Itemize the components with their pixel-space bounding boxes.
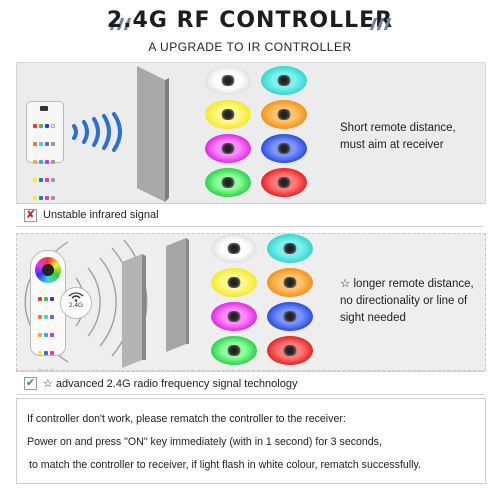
- rf-description-line: sight needed: [340, 312, 406, 324]
- ir-led-strip-grid: [205, 66, 313, 200]
- page-title: 2.4G RF CONTROLLER: [106, 8, 394, 33]
- led-strip-icon: [261, 134, 307, 163]
- rf-footer-label: ☆ advanced 2.4G radio frequency signal t…: [43, 377, 298, 390]
- led-strip-icon: [211, 268, 257, 297]
- ir-description: Short remote distance, must aim at recei…: [340, 120, 480, 154]
- title-decoration-right: [369, 18, 402, 32]
- ir-footer-label: Unstable infrared signal: [43, 209, 159, 221]
- led-strip-icon: [267, 234, 313, 263]
- led-strip-icon: [211, 302, 257, 331]
- led-strip-icon: [205, 66, 251, 95]
- rf-description-line: no directionality or line of: [340, 295, 468, 307]
- pairing-instruction-line: Power on and press "ON" key immediately …: [27, 436, 382, 448]
- rf-24g-badge: 2.4G: [60, 287, 92, 319]
- led-strip-icon: [211, 234, 257, 263]
- pairing-instruction-line: If controller don't work, please rematch…: [27, 413, 346, 425]
- led-strip-icon: [205, 134, 251, 163]
- led-strip-icon: [267, 336, 313, 365]
- rf-footer-row: ✔ ☆ advanced 2.4G radio frequency signal…: [16, 371, 484, 395]
- pairing-instruction-line: to match the controller to receiver, if …: [29, 459, 421, 471]
- ir-remote-icon: [26, 101, 64, 200]
- led-strip-icon: [267, 302, 313, 331]
- pairing-instructions-box: If controller don't work, please rematch…: [16, 398, 486, 484]
- ir-description-line: Short remote distance,: [340, 122, 456, 134]
- led-strip-icon: [261, 168, 307, 197]
- led-strip-icon: [205, 100, 251, 129]
- led-strip-icon: [267, 268, 313, 297]
- ir-description-line: must aim at receiver: [340, 139, 444, 151]
- ir-footer-row: ✘ Unstable infrared signal: [16, 203, 484, 227]
- ir-comparison-panel: [16, 62, 486, 204]
- page-subtitle: A UPGRADE TO IR CONTROLLER: [148, 40, 352, 54]
- rf-led-strip-grid: [211, 234, 319, 368]
- rf-description: ☆ longer remote distance, no directional…: [340, 276, 482, 327]
- wifi-icon: [68, 292, 84, 302]
- cross-mark-icon: ✘: [24, 208, 37, 222]
- led-strip-icon: [205, 168, 251, 197]
- led-strip-icon: [261, 100, 307, 129]
- check-mark-icon: ✔: [24, 376, 37, 390]
- rf-badge-text: 2.4G: [68, 302, 84, 309]
- rf-wall-icon: [122, 238, 189, 368]
- led-strip-icon: [211, 336, 257, 365]
- rf-description-line: ☆ longer remote distance,: [340, 278, 474, 290]
- led-strip-icon: [261, 66, 307, 95]
- ir-signal-waves-icon: [72, 112, 122, 152]
- ir-wall-icon: [137, 66, 169, 202]
